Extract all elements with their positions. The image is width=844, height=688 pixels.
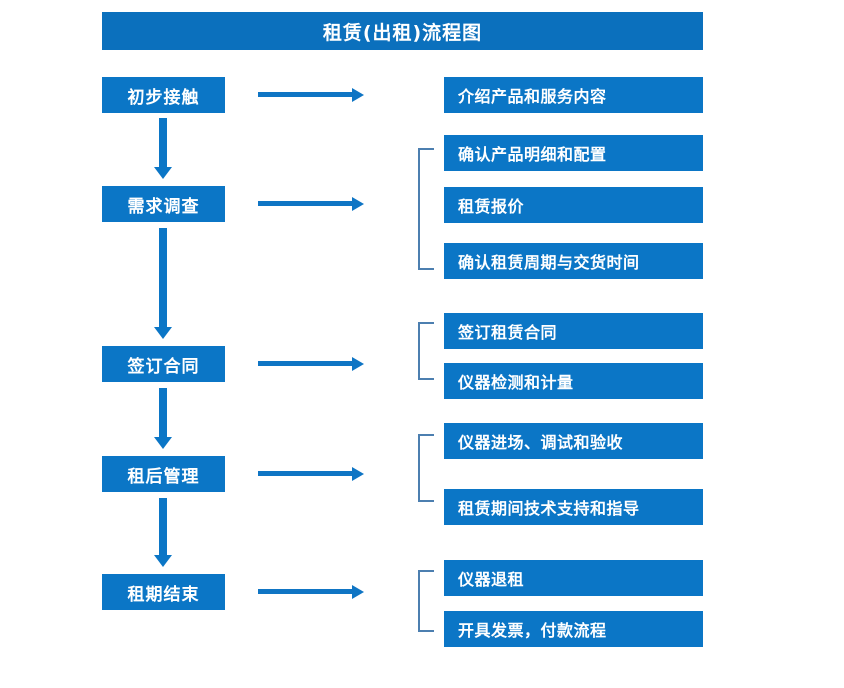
flow-arrow-down-2 [159,228,167,328]
detail-node-2-3[interactable]: 确认租赁周期与交货时间 [444,243,703,279]
detail-node-5-2[interactable]: 开具发票，付款流程 [444,611,703,647]
group-bracket-4 [418,434,434,502]
detail-node-4-1[interactable]: 仪器进场、调试和验收 [444,423,703,459]
flow-arrow-down-4 [159,498,167,556]
group-bracket-3 [418,322,434,380]
diagram-title: 租赁(出租)流程图 [102,12,703,50]
detail-node-2-1[interactable]: 确认产品明细和配置 [444,135,703,171]
detail-node-2-2[interactable]: 租赁报价 [444,187,703,223]
stage-node-1[interactable]: 初步接触 [102,77,225,113]
group-bracket-2 [418,148,434,270]
flow-arrow-down-3 [159,388,167,438]
stage-node-4[interactable]: 租后管理 [102,456,225,492]
detail-node-4-2[interactable]: 租赁期间技术支持和指导 [444,489,703,525]
detail-arrow-right-3 [258,361,353,366]
detail-arrow-right-4 [258,471,353,476]
detail-node-5-1[interactable]: 仪器退租 [444,560,703,596]
stage-node-5[interactable]: 租期结束 [102,574,225,610]
detail-arrow-right-5 [258,589,353,594]
flow-arrow-down-1 [159,118,167,168]
detail-node-1-1[interactable]: 介绍产品和服务内容 [444,77,703,113]
stage-node-3[interactable]: 签订合同 [102,346,225,382]
detail-node-3-2[interactable]: 仪器检测和计量 [444,363,703,399]
detail-arrow-right-2 [258,201,353,206]
detail-node-3-1[interactable]: 签订租赁合同 [444,313,703,349]
detail-arrow-right-1 [258,92,353,97]
stage-node-2[interactable]: 需求调查 [102,186,225,222]
group-bracket-5 [418,570,434,632]
